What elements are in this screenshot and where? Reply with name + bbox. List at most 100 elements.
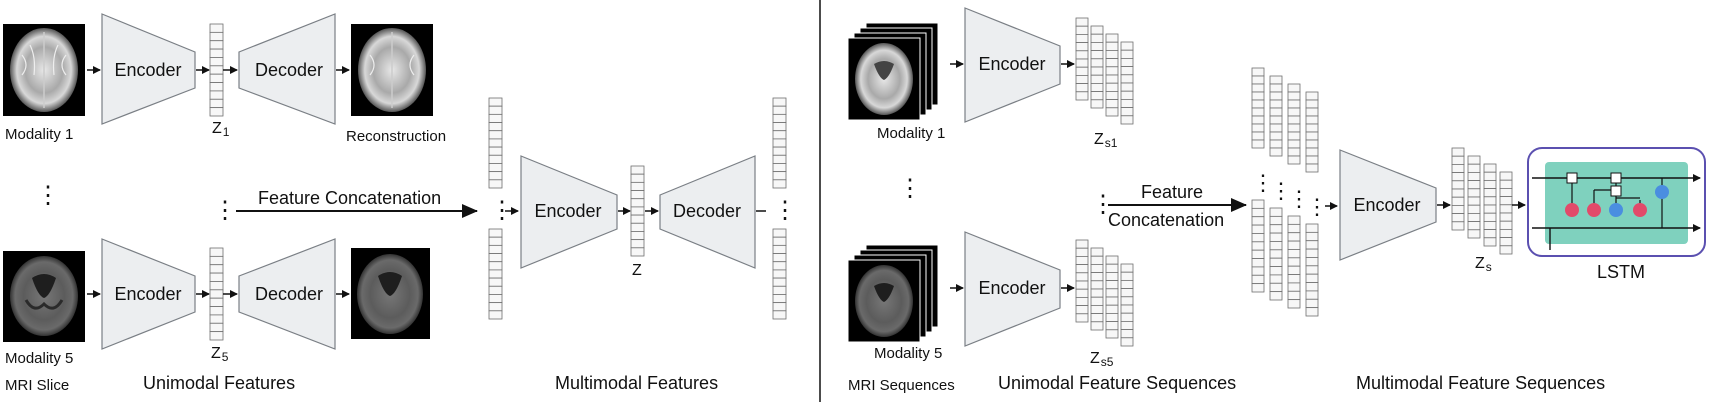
vector-cell (1467, 171, 1481, 181)
vector-cell (1075, 264, 1089, 274)
vector-cell (209, 281, 224, 291)
vector-cell (630, 190, 645, 200)
vector-cell (1251, 216, 1265, 226)
vector-cell (488, 113, 503, 123)
vector-cell (1075, 288, 1089, 298)
vector-cell (1075, 296, 1089, 306)
vector-cell (1305, 273, 1319, 283)
sequence-encoder-block-5: Encoder (964, 231, 1061, 347)
vector-cell (630, 222, 645, 232)
sequence-column (1075, 239, 1089, 323)
vector-cell (1287, 223, 1301, 234)
vector-cell (209, 314, 224, 324)
sequence-modality-5-label: Modality 5 (874, 345, 942, 362)
vector-cell (1467, 212, 1481, 222)
vector-cell (1269, 241, 1283, 251)
vector-cell (1120, 329, 1134, 339)
vector-cell (1090, 313, 1104, 323)
vector-cell (1483, 163, 1497, 173)
vector-cell (1120, 337, 1134, 347)
vector-cell (630, 198, 645, 208)
vector-cell (1120, 312, 1134, 322)
vector-cell (1120, 279, 1134, 289)
sequence-column (1451, 147, 1465, 231)
vector-cell (1305, 115, 1319, 125)
vector-cell (488, 310, 503, 320)
vector-cell (1251, 283, 1265, 293)
sequence-column (1305, 91, 1319, 173)
vector-cell (1120, 271, 1134, 281)
vector-cell (1269, 232, 1283, 242)
vector-cell (1269, 147, 1283, 157)
sequence-column (1269, 75, 1283, 157)
vector-cell (1075, 305, 1089, 315)
vector-cell (1269, 282, 1283, 293)
vector-cell (209, 272, 224, 282)
zs-label: Zs (1475, 255, 1492, 274)
vector-cell (1269, 131, 1283, 141)
vector-cell (1120, 82, 1134, 92)
vector-cell (1305, 123, 1319, 133)
vector-cell (1251, 199, 1265, 209)
vector-cell (1105, 66, 1119, 76)
multimodal-decoder-label: Decoder (673, 201, 741, 221)
vector-cell (1269, 115, 1283, 125)
vector-cell (1251, 266, 1265, 276)
lstm-gate-blue-1 (1609, 203, 1623, 217)
vector-cell (1251, 241, 1265, 251)
vector-cell (1090, 91, 1104, 101)
vector-cell (1105, 58, 1119, 68)
zs1-label: Zs1 (1094, 131, 1118, 150)
mri-sequence-stack-5 (847, 244, 939, 343)
vector-cell (1075, 58, 1089, 68)
vector-cell (1287, 249, 1301, 259)
vector-cell (1305, 139, 1319, 149)
vector-cell (1090, 66, 1104, 76)
vector-cell (1451, 213, 1465, 223)
vector-cell (1090, 321, 1104, 331)
vector-cell (1287, 274, 1301, 284)
vector-cell (630, 173, 645, 183)
vector-cell (1305, 91, 1319, 101)
vector-cell (1120, 115, 1134, 125)
vector-cell (1483, 220, 1497, 230)
vector-cell (1251, 99, 1265, 109)
vector-cell (1467, 221, 1481, 231)
vector-cell (1269, 291, 1283, 301)
vector-cell (1251, 91, 1265, 101)
vector-cell (772, 105, 787, 115)
vector-cell (772, 302, 787, 312)
brain-ventricle (874, 283, 894, 302)
vector-cell (1105, 312, 1119, 322)
vector-cell (1090, 304, 1104, 314)
sequence-column (1483, 163, 1497, 247)
vector-cell (630, 231, 645, 241)
vector-cell (1075, 255, 1089, 265)
vector-cell (1287, 115, 1301, 125)
vector-cell (1090, 272, 1104, 282)
multimodal-sequence-encoder-block: Encoder (1339, 149, 1437, 261)
vector-cell (1251, 115, 1265, 125)
unimodal-feature-sequences-label: Unimodal Feature Sequences (998, 373, 1236, 393)
vector-cell (772, 261, 787, 271)
modality-1-label: Modality 1 (5, 126, 73, 143)
vector-cell (209, 73, 224, 83)
vector-cell (209, 306, 224, 316)
concat-vector-top (488, 97, 503, 189)
vector-cell (1305, 298, 1319, 309)
vector-cell (1105, 288, 1119, 298)
vector-cell (1483, 204, 1497, 214)
vector-cell (1305, 99, 1319, 109)
vector-cell (1305, 257, 1319, 267)
lstm-block (1527, 147, 1706, 257)
vector-cell (772, 113, 787, 123)
vector-cell (1269, 215, 1283, 226)
vector-cell (1467, 196, 1481, 206)
vector-cell (1105, 91, 1119, 101)
vector-cell (1075, 25, 1089, 35)
sequence-column (1090, 25, 1104, 109)
vector-cell (1075, 239, 1089, 249)
vector-cell (1120, 288, 1134, 298)
vector-cell (209, 31, 224, 42)
